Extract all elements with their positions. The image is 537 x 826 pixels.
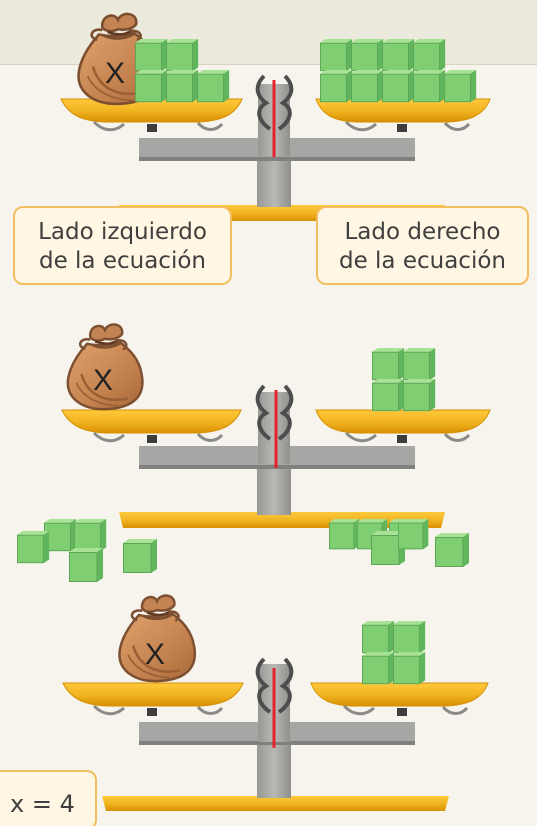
scale-1-right-pan — [315, 39, 491, 132]
scale-1-pointer — [255, 74, 294, 157]
bag-label: X — [145, 638, 165, 671]
scale-2-right-cubes — [372, 348, 436, 412]
scale-1-right-cubes — [320, 39, 477, 103]
scale-2: X — [17, 323, 491, 583]
scale-1-left-pan: X — [60, 12, 243, 132]
right-side-label: Lado derecho de la ecuación — [316, 206, 529, 285]
mystery-bag-icon: X — [118, 594, 197, 683]
scale-3-right-cubes — [362, 621, 426, 685]
scale-1: X — [60, 12, 491, 221]
result-box: x = 4 — [0, 770, 97, 826]
result-text: x = 4 — [10, 790, 75, 818]
left-side-label: Lado izquierdo de la ecuación — [13, 206, 232, 285]
mystery-bag-icon: X — [77, 12, 160, 106]
bag-label: X — [105, 57, 125, 90]
bag-label: X — [93, 364, 113, 397]
mystery-bag-icon: X — [66, 323, 144, 411]
scale-2-pointer — [255, 384, 294, 468]
scale-1-left-cubes — [135, 39, 230, 103]
scale-3: X — [62, 594, 489, 811]
scale-2-right-pan — [315, 348, 491, 443]
scale-3-pointer — [255, 657, 294, 748]
removed-cubes-left — [17, 519, 158, 583]
scale-3-right-pan — [310, 621, 489, 716]
removed-cubes-right — [329, 518, 470, 568]
scale-3-left-pan: X — [62, 594, 244, 716]
scale-2-left-pan: X — [61, 323, 242, 443]
left-side-text: Lado izquierdo de la ecuación — [38, 219, 207, 274]
right-side-text: Lado derecho de la ecuación — [338, 219, 506, 274]
